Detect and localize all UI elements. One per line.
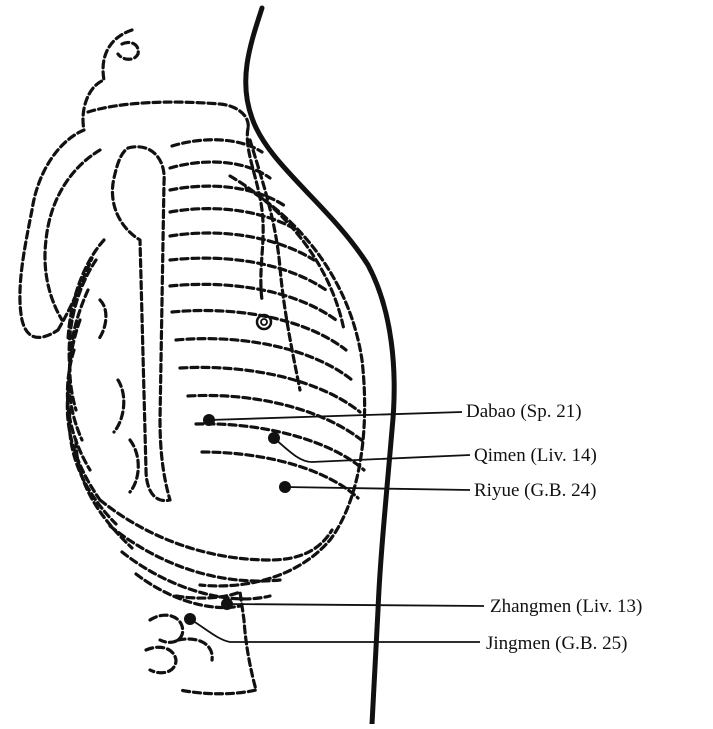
riyue-label: Riyue (G.B. 24) — [474, 481, 596, 500]
qimen-label: Qimen (Liv. 14) — [474, 446, 597, 465]
riyue-leader — [285, 487, 470, 490]
humerus — [112, 147, 170, 501]
zhangmen-leader — [227, 604, 484, 606]
zhangmen-label: Zhangmen (Liv. 13) — [490, 597, 642, 616]
jingmen-leader — [190, 619, 480, 642]
dabao-label: Dabao (Sp. 21) — [466, 402, 582, 421]
body-outline — [246, 8, 394, 724]
costal-margin — [200, 188, 365, 586]
jingmen-label: Jingmen (G.B. 25) — [486, 634, 627, 653]
qimen-leader — [274, 438, 470, 462]
dabao-leader — [209, 412, 462, 420]
